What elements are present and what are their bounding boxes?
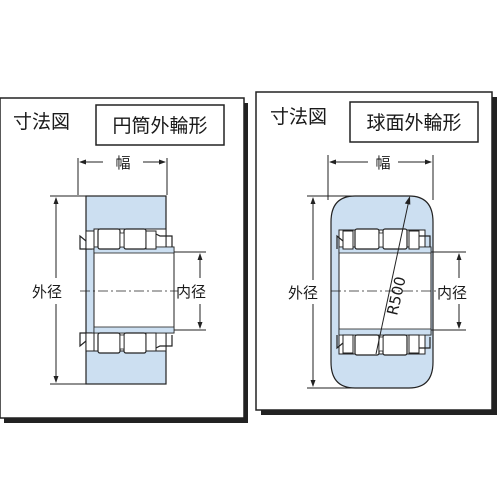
side-plate: [145, 230, 157, 250]
inner-ring-raceway-bottom: [93, 326, 175, 334]
roller: [97, 332, 121, 354]
roller: [97, 228, 121, 250]
arrow-right-icon: [159, 159, 166, 165]
width-label: 幅: [115, 154, 130, 172]
seal-lip: [336, 234, 344, 249]
arrow-up-icon: [53, 197, 59, 204]
arrow-left-icon: [329, 159, 336, 165]
seal-lip: [336, 335, 344, 350]
roller: [382, 228, 408, 250]
panel-spherical: 寸法図 球面外輪形 幅 外径: [255, 91, 497, 415]
side-plate: [408, 334, 420, 354]
side-plate: [85, 230, 95, 250]
arrow-up-icon: [197, 253, 203, 260]
panel-heading: 寸法図: [270, 106, 327, 128]
roller: [354, 228, 380, 250]
panel-cylindrical: 寸法図 円筒外輪形 幅 外径: [0, 97, 248, 423]
side-plate: [342, 230, 354, 250]
arrow-up-icon: [456, 253, 462, 260]
roller-spacer: [378, 232, 384, 248]
side-plate: [145, 332, 157, 352]
type-label: 円筒外輪形: [112, 115, 207, 137]
side-plate: [342, 334, 354, 354]
radius-leader-line: [375, 199, 410, 355]
inner-diameter-label: 内径: [437, 284, 467, 302]
seal-lip: [419, 337, 431, 349]
inner-ring: [93, 246, 175, 334]
width-label: 幅: [375, 154, 390, 172]
arrow-down-icon: [310, 380, 316, 387]
roller: [123, 332, 147, 354]
inner-ring-raceway-bottom: [338, 328, 432, 336]
arrow-down-icon: [197, 322, 203, 329]
type-label: 球面外輪形: [366, 112, 461, 134]
side-plate: [408, 230, 420, 250]
side-plate: [85, 332, 95, 352]
seal-lip: [419, 235, 431, 247]
arrow-up-icon: [310, 197, 316, 204]
roller: [382, 334, 408, 356]
roller-spacer: [119, 334, 125, 350]
inner-diameter-label: 内径: [176, 283, 206, 301]
arrow-down-icon: [53, 376, 59, 383]
outer-diameter-label: 外径: [288, 284, 318, 302]
type-label-box: [95, 104, 225, 146]
panel-heading: 寸法図: [13, 111, 70, 133]
type-label-box: [349, 101, 479, 143]
roller: [123, 228, 147, 250]
arrow-right-icon: [425, 159, 432, 165]
arrow-up-icon: [404, 196, 411, 205]
roller-spacer: [119, 232, 125, 248]
outer-diameter-label: 外径: [32, 283, 62, 301]
arrow-left-icon: [79, 159, 86, 165]
arrow-down-icon: [456, 322, 462, 329]
roller-spacer: [378, 336, 384, 352]
roller: [354, 334, 380, 356]
